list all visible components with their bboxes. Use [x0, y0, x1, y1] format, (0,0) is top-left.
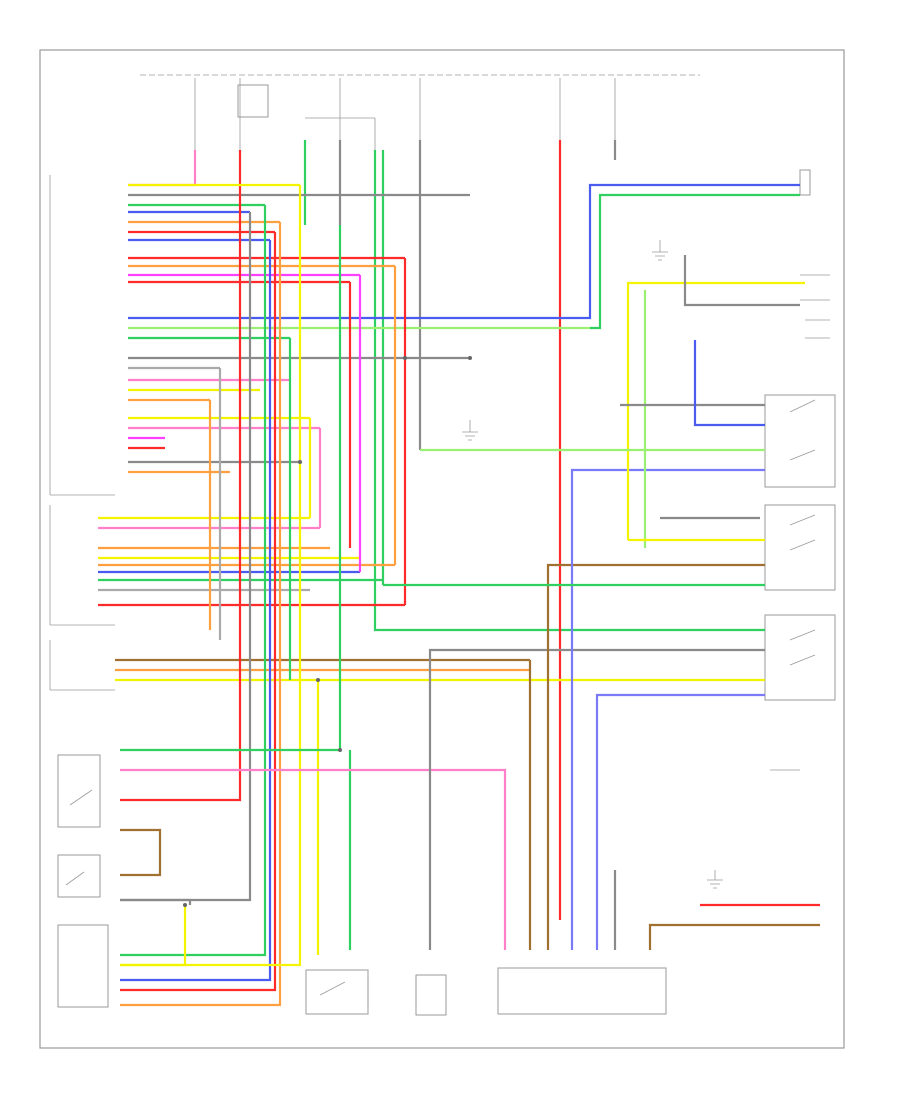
wire-brown-mid	[120, 828, 162, 877]
splice-dot-icon	[338, 748, 342, 752]
diagram-frame	[39, 49, 845, 1049]
top-sources	[194, 78, 616, 150]
range-switch	[764, 614, 836, 701]
switch-icon	[789, 514, 816, 526]
wires	[98, 140, 820, 1007]
lever-switch-box	[57, 854, 101, 898]
switch-icon	[789, 654, 816, 666]
switch-icon	[789, 399, 816, 413]
wire-yellow-low	[120, 905, 187, 967]
wire-pink-top	[128, 150, 197, 187]
wire-green-vert-18	[120, 225, 342, 752]
switch-icon	[789, 629, 816, 641]
wire-green-right-top	[590, 193, 800, 330]
switch-icon	[789, 539, 816, 551]
switch-icon	[789, 449, 816, 461]
ground-icon	[707, 870, 723, 889]
wire-blue-right-top	[560, 183, 800, 320]
left-modules	[49, 175, 115, 1008]
wire-green-vert-4	[120, 205, 267, 957]
pressure-switch	[764, 504, 836, 591]
wire-light-blue-ecm-5	[595, 693, 765, 950]
wire-gray-vert-5	[120, 212, 252, 902]
splice-dot-icon	[403, 356, 407, 360]
splice-dot-icon	[298, 460, 302, 464]
ground-symbols	[462, 240, 723, 889]
switch-icon	[69, 789, 93, 806]
wire-gray-mid	[120, 898, 192, 905]
wire-yellow-right-mid	[626, 281, 805, 540]
wire-brown-ecm-3	[546, 563, 765, 950]
ground-icon	[652, 240, 668, 261]
ground-point-right	[799, 169, 811, 196]
wire-blue-right-2	[693, 340, 765, 427]
bottom-components	[305, 967, 667, 1016]
wire-gray-ecm-1	[428, 648, 765, 950]
selector-switch-box	[57, 754, 101, 828]
ground-icon	[462, 420, 478, 441]
right-components	[764, 169, 836, 771]
wire-blue-vert-3	[120, 240, 272, 982]
wire-pink-mid	[120, 768, 507, 950]
wire-red-vert-2	[120, 232, 277, 992]
reverse-switch-box	[57, 924, 109, 1008]
wire-light-blue-ecm-4	[570, 468, 765, 950]
relay-box-top	[237, 84, 269, 118]
splice-dot-icon	[183, 903, 187, 907]
wire-red-vert-6	[120, 190, 242, 802]
engine-control-module	[497, 967, 667, 1015]
switch-symbols	[65, 399, 816, 996]
splice-dot-icon	[468, 356, 472, 360]
wire-gray-right-7	[683, 255, 800, 307]
switch-icon	[319, 981, 346, 996]
splice-dots	[183, 356, 472, 907]
temp-switch	[764, 394, 836, 488]
relay-bottom	[305, 969, 369, 1015]
switch-icon	[65, 871, 85, 886]
wire-green-2	[373, 150, 765, 632]
wire-orange-vert-1	[120, 222, 282, 1007]
splice-dot-icon	[316, 678, 320, 682]
sensor-bottom	[415, 974, 447, 1016]
wire-brown-ecm-7	[648, 923, 820, 950]
